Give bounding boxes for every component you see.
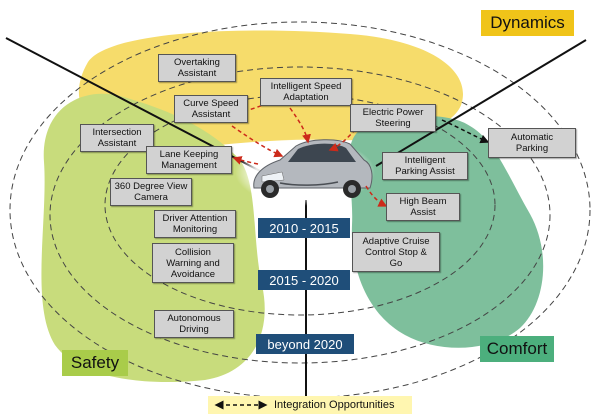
collision-warning-box: Collision Warning and Avoidance	[152, 243, 234, 283]
era-beyond-2020: beyond 2020	[256, 334, 354, 354]
curve-speed-assistant-box: Curve Speed Assistant	[174, 95, 248, 123]
autonomous-driving-box: Autonomous Driving	[154, 310, 234, 338]
axis-right	[375, 39, 587, 167]
camera-360-box: 360 Degree View Camera	[110, 178, 192, 206]
legend: Integration Opportunities	[208, 396, 412, 414]
electric-power-steering-box: Electric Power Steering	[350, 104, 436, 132]
arrow-car-to-lane	[232, 156, 259, 165]
arrow-isa-to-car	[289, 107, 311, 144]
era-2010-2015: 2010 - 2015	[258, 218, 350, 238]
automatic-parking-box: Automatic Parking	[488, 128, 576, 158]
adaptive-cruise-control-box: Adaptive Cruise Control Stop & Go	[352, 232, 440, 272]
safety-label: Safety	[62, 350, 128, 376]
dynamics-label: Dynamics	[481, 10, 574, 36]
middle-ring	[49, 66, 551, 364]
overtaking-assistant-box: Overtaking Assistant	[158, 54, 236, 82]
driver-attention-monitoring-box: Driver Attention Monitoring	[154, 210, 236, 238]
intelligent-speed-adaptation-box: Intelligent Speed Adaptation	[260, 78, 352, 106]
intelligent-parking-assist-box: Intelligent Parking Assist	[382, 152, 468, 180]
arrow-car-to-highbeam	[365, 185, 388, 207]
high-beam-assist-box: High Beam Assist	[386, 193, 460, 221]
car-image	[253, 139, 373, 198]
outer-ring	[9, 21, 591, 399]
legend-dashed-arrow-icon	[214, 400, 268, 410]
era-2015-2020: 2015 - 2020	[258, 270, 350, 290]
intersection-assistant-box: Intersection Assistant	[80, 124, 154, 152]
lane-keeping-management-box: Lane Keeping Management	[146, 146, 232, 174]
legend-label: Integration Opportunities	[274, 399, 395, 411]
comfort-label: Comfort	[480, 336, 554, 362]
